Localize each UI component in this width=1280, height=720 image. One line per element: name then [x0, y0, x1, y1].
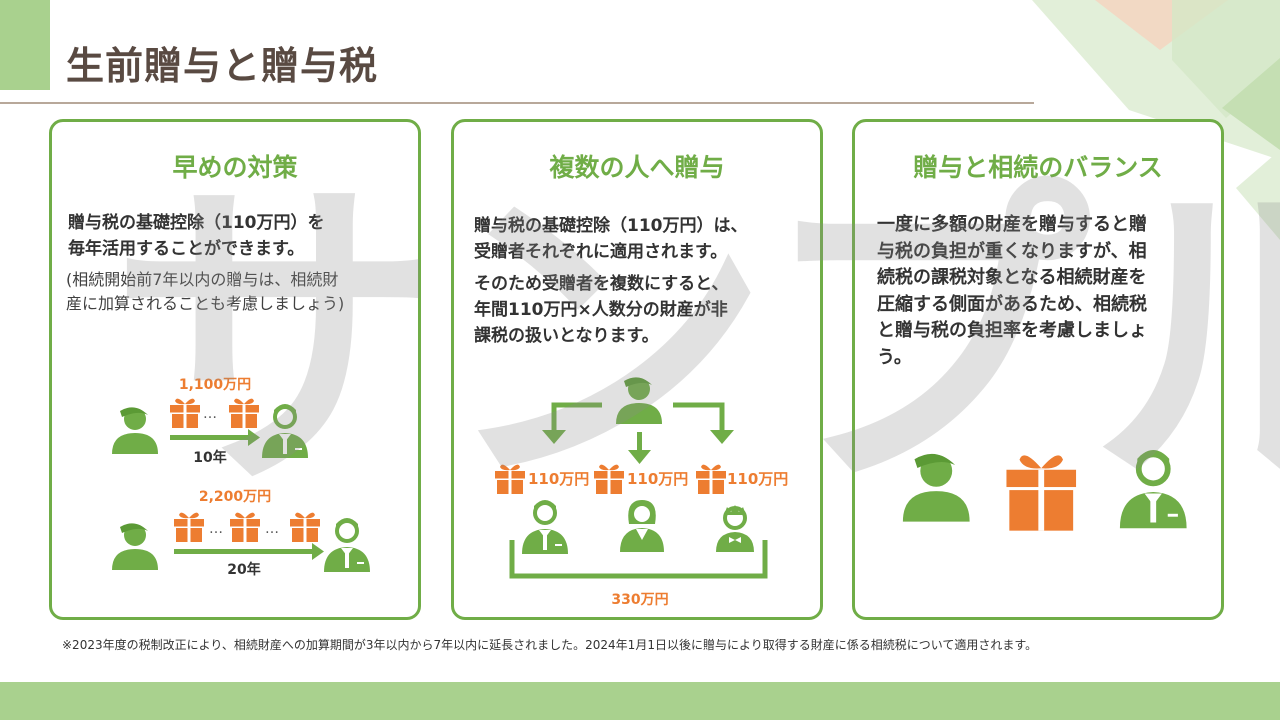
- person-icon: [112, 407, 158, 454]
- annual-gift-diagram: 1,100万円 … 10年 2,200万円 … … 20年: [52, 377, 424, 578]
- gift-icon: [495, 465, 525, 494]
- amount-label: 110万円: [727, 470, 788, 488]
- body-line: 一度に多額の財産を贈与すると贈: [877, 214, 1147, 235]
- total-bracket: [509, 540, 768, 579]
- card-gift-inheritance-balance: 贈与と相続のバランス 一度に多額の財産を贈与すると贈 与税の負担が重くなりますが…: [852, 119, 1224, 620]
- body-line: 年間110万円×人数分の財産が非: [474, 300, 728, 320]
- body-line: 贈与税の基礎控除（110万円）を: [68, 213, 325, 233]
- person-icon: [903, 454, 970, 522]
- card-body: 贈与税の基礎控除（110万円）を 毎年活用することができます。: [68, 210, 402, 262]
- businessman-icon: [262, 404, 308, 458]
- arrow-icon: [170, 429, 260, 446]
- card-body: 一度に多額の財産を贈与すると贈 与税の負担が重くなりますが、相 続税の課税対象と…: [877, 212, 1207, 371]
- person-icon: [616, 377, 662, 424]
- note-line: 産に加算されることも考慮しましょう): [66, 294, 345, 313]
- body-line: 毎年活用することができます。: [68, 239, 305, 259]
- ellipsis: …: [203, 406, 217, 422]
- multiple-recipients-diagram: 110万円 110万円 110万円 330万円: [454, 122, 788, 608]
- arrow-icon: [673, 402, 725, 432]
- gift-icon: [230, 513, 260, 542]
- card-heading: 複数の人へ贈与: [549, 153, 725, 182]
- businessman-icon: [324, 518, 370, 572]
- card-body: 贈与税の基礎控除（110万円）は、 受贈者それぞれに適用されます。 そのため受贈…: [474, 213, 804, 349]
- gift-icon: [290, 513, 320, 542]
- amount-label: 2,200万円: [199, 489, 271, 505]
- businessman-icon: [1120, 450, 1187, 528]
- gift-icon: [174, 513, 204, 542]
- arrow-icon: [174, 543, 324, 560]
- card-multiple-recipients: 複数の人へ贈与 贈与税の基礎控除（110万円）は、 受贈者それぞれに適用されます…: [451, 119, 823, 620]
- footer-bar: [0, 682, 1280, 720]
- body-line: 課税の扱いとなります。: [474, 326, 659, 346]
- years-label: 10年: [193, 449, 226, 466]
- arrow-icon: [637, 432, 642, 452]
- body-line: と贈与税の負担率を考慮しましょ: [877, 320, 1147, 341]
- person-icon: [112, 523, 158, 570]
- child-icon: [716, 505, 754, 552]
- title-accent-bar: [0, 0, 50, 90]
- card-heading: 贈与と相続のバランス: [913, 153, 1163, 182]
- body-line: 受贈者それぞれに適用されます。: [474, 242, 728, 262]
- footnote: ※2023年度の税制改正により、相続財産への加算期間が3年以内から7年以内に延長…: [62, 638, 1038, 652]
- body-line: う。: [877, 346, 912, 368]
- card-early-planning: 早めの対策 贈与税の基礎控除（110万円）を 毎年活用することができます。 (相…: [49, 119, 421, 620]
- arrow-icon: [551, 402, 602, 432]
- amount-label: 110万円: [528, 470, 589, 488]
- gift-icon: [1006, 455, 1076, 530]
- total-label: 330万円: [611, 592, 668, 608]
- card-heading: 早めの対策: [172, 153, 298, 182]
- amount-label: 110万円: [627, 470, 688, 488]
- arrow-icon: [710, 430, 734, 444]
- title-divider: [0, 102, 1034, 104]
- body-line: 贈与税の基礎控除（110万円）は、: [474, 216, 748, 236]
- amount-label: 1,100万円: [179, 377, 251, 393]
- body-line: そのため受贈者を複数にすると、: [474, 274, 729, 294]
- body-line: 与税の負担が重くなりますが、相: [877, 240, 1147, 262]
- arrow-icon: [628, 450, 651, 464]
- ellipsis: …: [265, 521, 279, 537]
- businessman-icon: [522, 500, 568, 554]
- woman-icon: [620, 500, 664, 552]
- gift-icon: [229, 399, 259, 428]
- arrow-icon: [542, 430, 566, 444]
- gift-icon: [696, 465, 726, 494]
- page-title: 生前贈与と贈与税: [66, 44, 379, 88]
- gift-icon: [170, 399, 200, 428]
- years-label: 20年: [227, 561, 260, 578]
- gift-icon: [594, 465, 624, 494]
- card-note: (相続開始前7年以内の贈与は、相続財 産に加算されることも考慮しましょう): [66, 268, 408, 316]
- note-line: (相続開始前7年以内の贈与は、相続財: [66, 270, 339, 289]
- body-line: 圧縮する側面があるため、相続税: [877, 293, 1147, 315]
- balance-illustration: [855, 122, 1227, 623]
- ellipsis: …: [209, 521, 223, 537]
- body-line: 続税の課税対象となる相続財産を: [877, 267, 1147, 288]
